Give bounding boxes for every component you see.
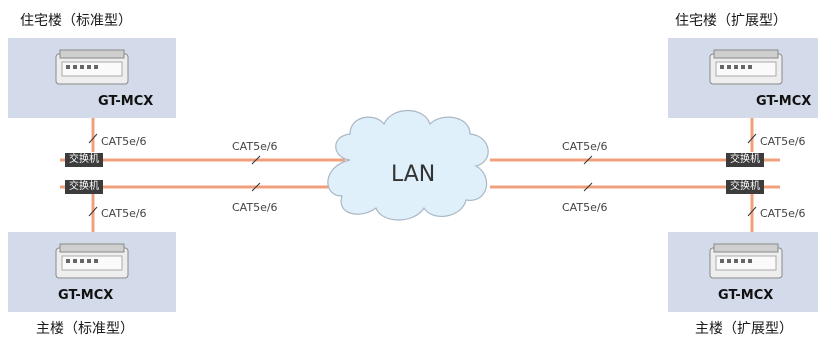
switch-box: 交换机: [65, 180, 103, 194]
site-title-main-extended: 主楼（扩展型）: [695, 321, 793, 337]
device-label: GT-MCX: [98, 94, 154, 109]
switch-box: 交换机: [65, 153, 103, 167]
server-device-icon: [709, 243, 783, 279]
cable-label: CAT5e/6: [760, 135, 806, 148]
site-panel-main-standard: GT-MCX: [8, 232, 176, 312]
site-title-residential-extended: 住宅楼（扩展型）: [675, 13, 787, 29]
server-device-icon: [55, 243, 129, 279]
site-panel-main-extended: GT-MCX: [668, 232, 818, 312]
device-label: GT-MCX: [756, 94, 812, 109]
server-device-icon: [55, 49, 129, 85]
switch-box: 交换机: [726, 180, 764, 194]
cable-label: CAT5e/6: [101, 207, 147, 220]
cable-label: CAT5e/6: [232, 201, 278, 214]
device-label: GT-MCX: [58, 288, 114, 303]
site-panel-residential-extended: GT-MCX: [668, 38, 818, 118]
lan-cloud: [327, 110, 489, 221]
site-title-residential-standard: 住宅楼（标准型）: [20, 13, 132, 29]
switch-box: 交换机: [726, 153, 764, 167]
cable-label: CAT5e/6: [760, 207, 806, 220]
lan-label: LAN: [391, 162, 436, 187]
device-label: GT-MCX: [718, 288, 774, 303]
site-panel-residential-standard: GT-MCX: [8, 38, 176, 118]
cable-label: CAT5e/6: [232, 140, 278, 153]
cable-label: CAT5e/6: [562, 140, 608, 153]
cable-label: CAT5e/6: [101, 135, 147, 148]
server-device-icon: [709, 49, 783, 85]
cable-label: CAT5e/6: [562, 201, 608, 214]
cable-slash-marks: [88, 133, 757, 217]
site-title-main-standard: 主楼（标准型）: [36, 321, 134, 337]
